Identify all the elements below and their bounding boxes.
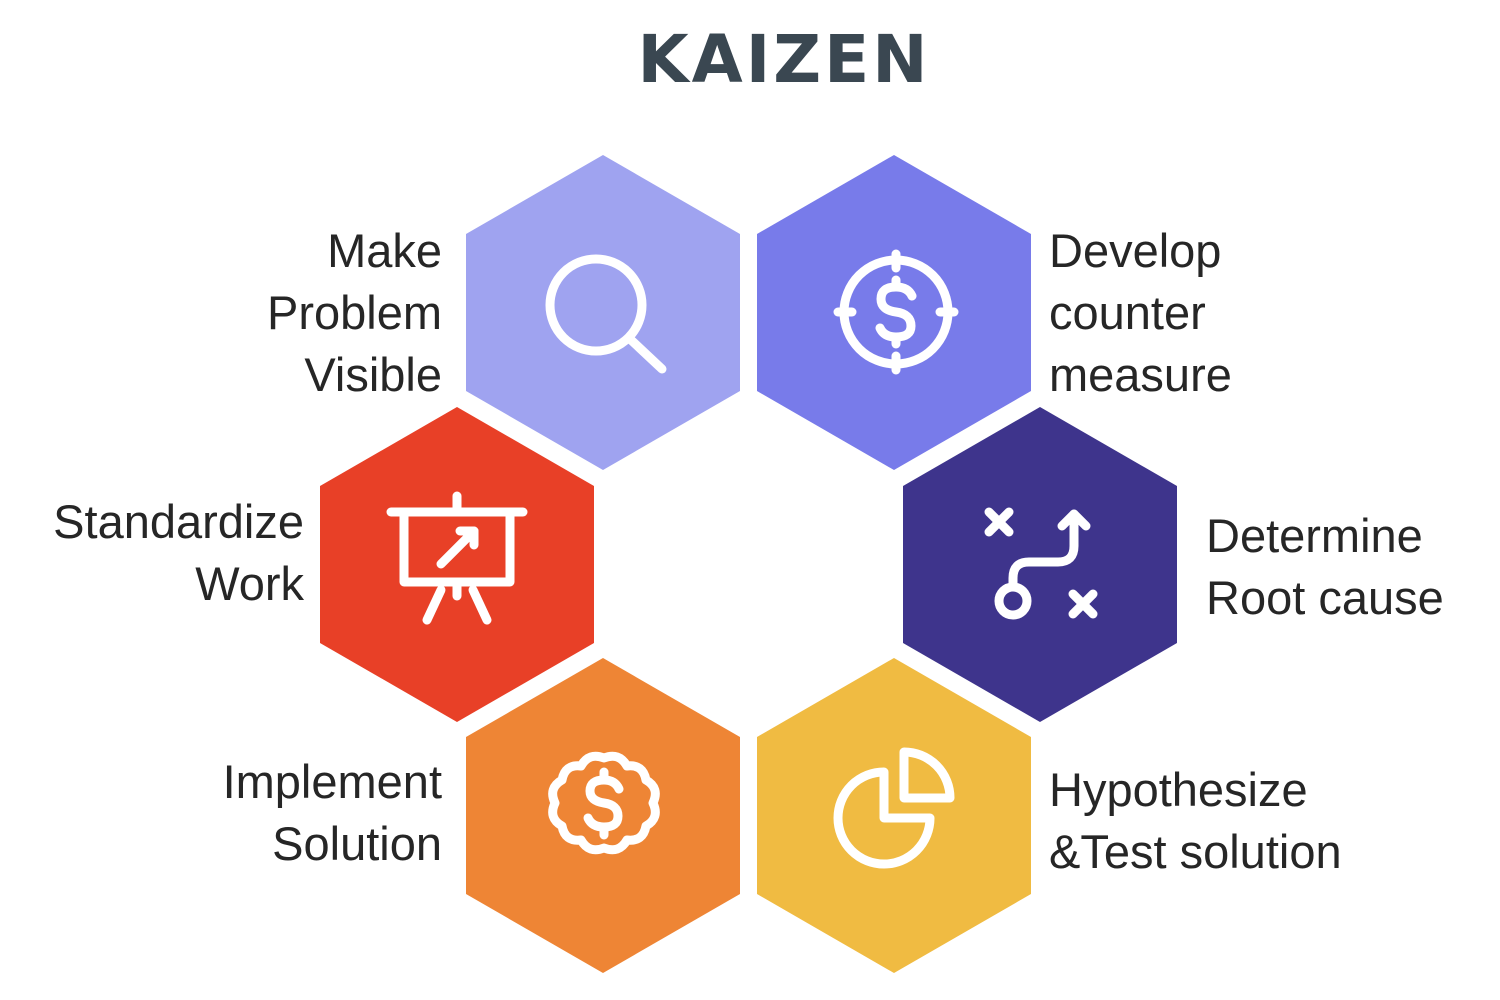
hexagon-make-problem-visible — [466, 155, 740, 470]
label-line: Standardize — [53, 495, 304, 548]
dollar-badge-icon — [548, 751, 660, 855]
hexagon-determine-root-cause — [903, 407, 1177, 722]
label-line: Hypothesize — [1049, 763, 1308, 816]
presentation-board-icon — [386, 491, 528, 625]
label-develop-counter-measure: Develop counter measure — [1049, 220, 1232, 406]
label-line: Determine — [1206, 509, 1423, 562]
hexagon-develop-counter-measure — [757, 155, 1031, 470]
magnifier-icon — [545, 254, 667, 374]
label-line: Make — [327, 224, 442, 277]
label-determine-root-cause: Determine Root cause — [1206, 505, 1444, 629]
label-line: Solution — [272, 817, 442, 870]
pie-chart-icon — [833, 747, 955, 869]
dollar-target-icon — [833, 249, 959, 375]
label-line: Root cause — [1206, 571, 1444, 624]
diagram-title: KAIZEN — [637, 21, 931, 98]
hexagon-standardize-work — [320, 407, 594, 722]
label-line: Implement — [222, 755, 442, 808]
label-standardize-work: Standardize Work — [53, 491, 304, 615]
hexagon-hypothesize-test-solution — [757, 658, 1031, 973]
label-implement-solution: Implement Solution — [223, 751, 442, 875]
label-hypothesize-test-solution: Hypothesize &Test solution — [1049, 759, 1342, 883]
label-line: Develop — [1049, 224, 1222, 277]
label-line: Work — [195, 557, 304, 610]
label-line: &Test solution — [1049, 825, 1342, 878]
hexagon-implement-solution — [466, 658, 740, 973]
label-line: measure — [1049, 348, 1232, 401]
strategy-path-icon — [984, 507, 1098, 620]
label-line: Problem — [266, 286, 442, 339]
label-line: counter — [1049, 286, 1206, 339]
label-make-problem-visible: Make Problem Visible — [267, 220, 442, 406]
label-line: Visible — [304, 348, 442, 401]
